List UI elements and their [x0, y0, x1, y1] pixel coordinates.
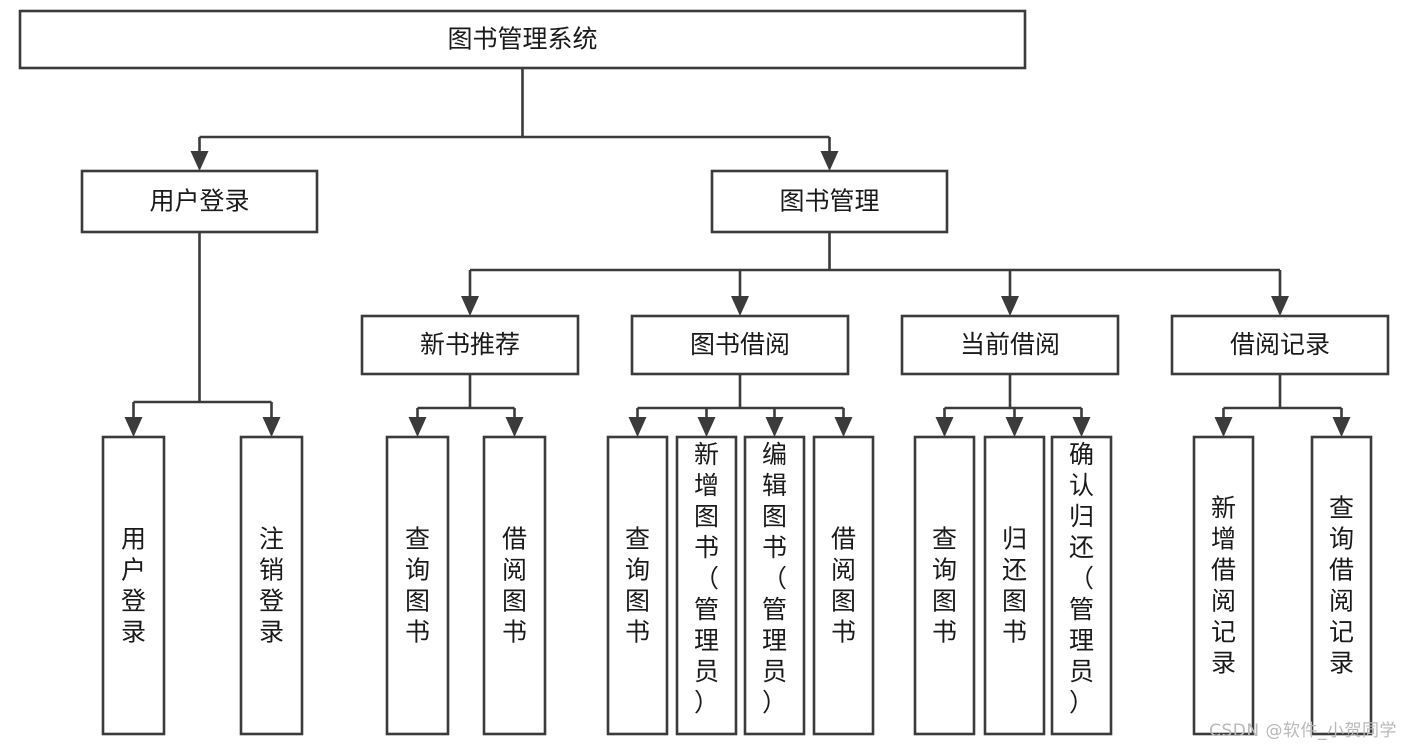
connector-layer [124, 68, 1351, 437]
node-label-leaf-return-book: 归还图书 [1002, 525, 1027, 647]
node-leaf-user-login[interactable]: 用户登录 [101, 435, 166, 736]
node-leaf-query-book-rec[interactable]: 查询图书 [385, 435, 450, 736]
node-box-leaf-edit-book-admin [743, 435, 806, 736]
node-box-leaf-return-book [983, 435, 1046, 736]
node-box-leaf-confirm-return-admin [1050, 435, 1113, 736]
node-box-leaf-user-login [101, 435, 166, 736]
connector-newbook-to-leaves [408, 374, 524, 437]
arrow-head-icon [820, 151, 839, 171]
node-label-leaf-edit-book-admin: 编辑图书（管理员） [762, 440, 787, 717]
node-leaf-confirm-return-admin[interactable]: 确认归还（管理员） [1050, 435, 1113, 736]
arrow-head-icon [1072, 417, 1091, 437]
node-root[interactable]: 图书管理系统 [18, 9, 1027, 70]
node-leaf-query-book-borrow[interactable]: 查询图书 [606, 435, 669, 736]
arrow-head-icon [1271, 296, 1289, 316]
node-box-leaf-add-borrow-record [1192, 435, 1255, 736]
node-label-leaf-logout-login: 注销登录 [259, 525, 284, 647]
node-box-leaf-borrow-book-rec [482, 435, 547, 736]
arrow-head-icon [505, 417, 524, 437]
arrow-head-icon [1005, 417, 1024, 437]
arrow-head-icon [1214, 417, 1233, 437]
node-box-user-login [80, 169, 319, 234]
node-label-book-management: 图书管理 [779, 187, 879, 216]
watermark-label: CSDN @软件_小贺同学 [1209, 721, 1397, 741]
node-borrow-record[interactable]: 借阅记录 [1170, 314, 1390, 376]
node-user-login[interactable]: 用户登录 [80, 169, 319, 234]
node-current-borrow[interactable]: 当前借阅 [900, 314, 1120, 376]
arrow-head-icon [765, 417, 784, 437]
arrow-head-icon [697, 417, 716, 437]
arrow-head-icon [190, 151, 209, 171]
node-box-leaf-query-book-current [913, 435, 976, 736]
arrow-head-icon [628, 417, 647, 437]
node-box-borrow-record [1170, 314, 1390, 376]
arrow-head-icon [408, 417, 427, 437]
arrow-head-icon [1001, 296, 1019, 316]
connector-borrowrecord-to-leaves [1214, 374, 1351, 437]
node-label-leaf-user-login: 用户登录 [121, 525, 146, 647]
node-leaf-return-book[interactable]: 归还图书 [983, 435, 1046, 736]
node-book-management[interactable]: 图书管理 [710, 169, 949, 234]
node-box-book-management [710, 169, 949, 234]
node-label-leaf-query-book-rec: 查询图书 [405, 525, 430, 647]
node-box-leaf-add-book-admin [675, 435, 738, 736]
connector-root-to-level1 [190, 68, 839, 171]
node-leaf-query-borrow-record[interactable]: 查询借阅记录 [1310, 435, 1373, 736]
node-label-new-book-recommend: 新书推荐 [420, 330, 520, 359]
node-box-leaf-borrow-book [812, 435, 875, 736]
node-box-leaf-query-borrow-record [1310, 435, 1373, 736]
node-box-new-book-recommend [360, 314, 580, 376]
node-book-borrow[interactable]: 图书借阅 [630, 314, 850, 376]
node-box-leaf-query-book-borrow [606, 435, 669, 736]
node-label-leaf-confirm-return-admin: 确认归还（管理员） [1069, 440, 1094, 717]
node-label-leaf-query-borrow-record: 查询借阅记录 [1329, 494, 1354, 678]
node-box-root [18, 9, 1027, 70]
arrow-head-icon [1332, 417, 1351, 437]
node-label-leaf-add-book-admin: 新增图书（管理员） [694, 440, 719, 717]
node-label-borrow-record: 借阅记录 [1230, 330, 1330, 359]
arrow-head-icon [731, 296, 749, 316]
node-label-leaf-add-borrow-record: 新增借阅记录 [1211, 494, 1236, 678]
node-box-leaf-logout-login [239, 435, 304, 736]
connector-currentborrow-to-leaves [935, 374, 1091, 437]
node-label-root: 图书管理系统 [447, 25, 597, 54]
node-leaf-add-book-admin[interactable]: 新增图书（管理员） [675, 435, 738, 736]
node-label-leaf-query-book-borrow: 查询图书 [625, 525, 650, 647]
node-label-leaf-borrow-book-rec: 借阅图书 [502, 525, 527, 647]
arrow-head-icon [461, 296, 479, 316]
arrow-head-icon [935, 417, 954, 437]
arrow-head-icon [262, 417, 281, 437]
node-label-leaf-borrow-book: 借阅图书 [831, 525, 856, 647]
node-label-current-borrow: 当前借阅 [960, 330, 1060, 359]
node-label-user-login: 用户登录 [149, 187, 249, 216]
node-box-book-borrow [630, 314, 850, 376]
node-new-book-recommend[interactable]: 新书推荐 [360, 314, 580, 376]
node-leaf-logout-login[interactable]: 注销登录 [239, 435, 304, 736]
arrow-head-icon [124, 417, 143, 437]
node-leaf-edit-book-admin[interactable]: 编辑图书（管理员） [743, 435, 806, 736]
node-leaf-borrow-book-rec[interactable]: 借阅图书 [482, 435, 547, 736]
node-label-book-borrow: 图书借阅 [690, 330, 790, 359]
node-label-leaf-query-book-current: 查询图书 [932, 525, 957, 647]
connector-userlogin-to-leaves [124, 232, 281, 437]
node-leaf-borrow-book[interactable]: 借阅图书 [812, 435, 875, 736]
node-box-current-borrow [900, 314, 1120, 376]
connector-bookborrow-to-leaves [628, 374, 853, 437]
connector-bookmgmt-to-level2 [461, 232, 1289, 316]
arrow-head-icon [834, 417, 853, 437]
node-leaf-query-book-current[interactable]: 查询图书 [913, 435, 976, 736]
node-layer: 图书管理系统用户登录图书管理新书推荐图书借阅当前借阅借阅记录用户登录注销登录查询… [18, 9, 1390, 736]
node-box-leaf-query-book-rec [385, 435, 450, 736]
node-leaf-add-borrow-record[interactable]: 新增借阅记录 [1192, 435, 1255, 736]
